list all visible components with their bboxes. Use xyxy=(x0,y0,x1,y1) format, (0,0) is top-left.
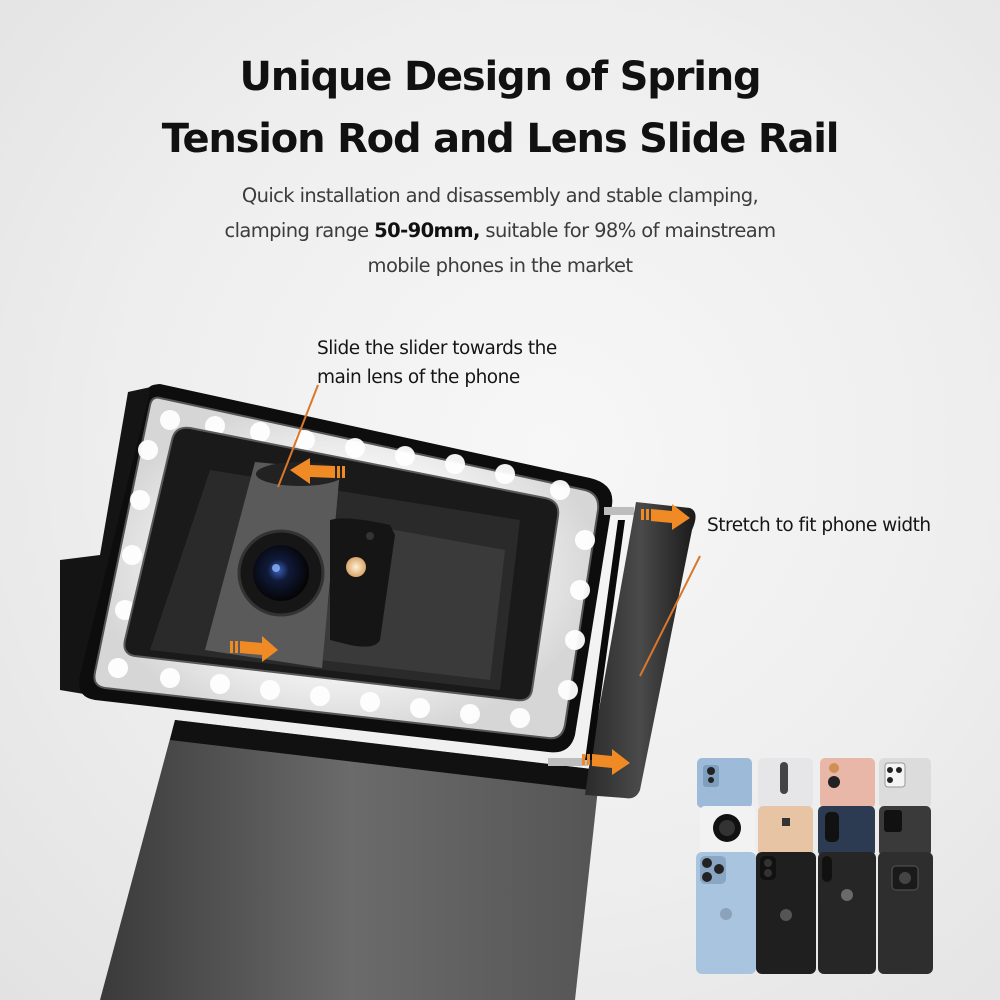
subtitle: Quick installation and disassembly and s… xyxy=(140,178,860,283)
callout-stretch: Stretch to fit phone width xyxy=(707,511,931,540)
callout-stretch-line-1: Stretch to fit phone width xyxy=(707,515,931,536)
callout-slider-line-2: main lens of the phone xyxy=(317,367,520,388)
callout-leader-lines xyxy=(277,384,701,677)
arrow-left-icon xyxy=(290,458,345,484)
headline: Unique Design of Spring Tension Rod and … xyxy=(0,46,1000,170)
arrow-right-icon xyxy=(641,504,690,530)
right-clamp-arm xyxy=(548,502,696,799)
subtitle-line-2-suffix: suitable for 98% of mainstream xyxy=(479,219,776,242)
callout-slider: Slide the slider towards the main lens o… xyxy=(317,334,557,392)
callout-slider-line-1: Slide the slider towards the xyxy=(317,338,557,359)
subtitle-line-2: clamping range 50-90mm, suitable for 98%… xyxy=(140,213,860,248)
compatible-phones-grid xyxy=(696,758,933,974)
arrow-right-icon xyxy=(582,749,630,775)
lens-slider xyxy=(205,462,395,668)
flash-icon xyxy=(346,557,366,577)
subtitle-line-2-prefix: clamping range xyxy=(224,219,375,242)
headline-line-2: Tension Rod and Lens Slide Rail xyxy=(161,116,840,162)
phone-body xyxy=(100,720,600,1000)
direction-arrows xyxy=(230,458,690,775)
subtitle-line-3: mobile phones in the market xyxy=(367,254,634,277)
arrow-right-icon xyxy=(230,636,278,662)
headline-line-1: Unique Design of Spring xyxy=(239,54,762,100)
subtitle-line-1: Quick installation and disassembly and s… xyxy=(241,184,759,207)
clamping-range-value: 50-90mm, xyxy=(374,219,480,242)
